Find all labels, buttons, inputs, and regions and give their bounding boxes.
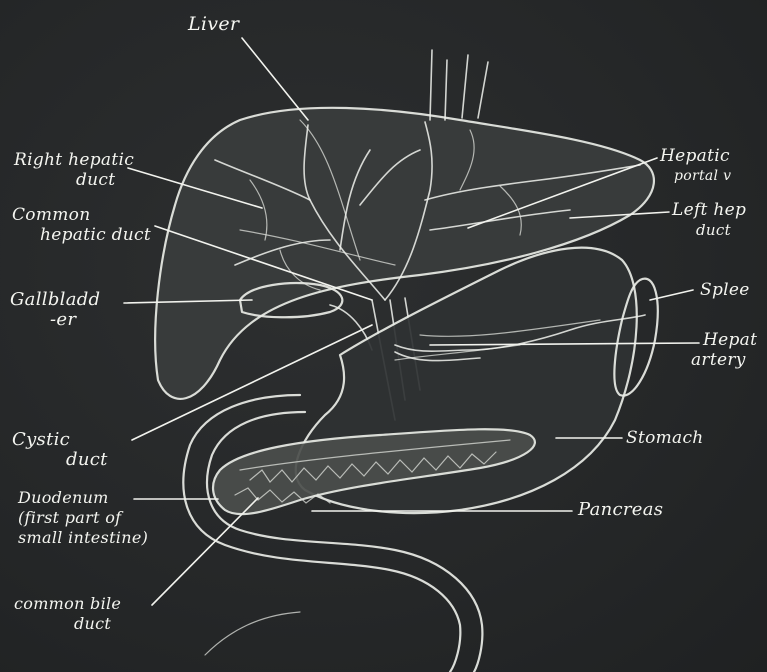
label-pancreas: Pancreas — [578, 500, 663, 520]
label-stomach: Stomach — [626, 428, 704, 448]
label-spleen: Splee — [700, 280, 750, 300]
label-left-hepatic-duct-line1: Left hep — [672, 200, 746, 220]
label-right-hepatic-duct-line2: duct — [14, 170, 134, 190]
label-hepatic-portal-vein-line1: Hepatic — [660, 146, 731, 166]
label-gallbladder-line1: Gallbladd — [10, 290, 100, 310]
label-common-bile-duct: common bile duct — [14, 594, 121, 634]
label-liver: Liver — [188, 14, 239, 34]
label-common-bile-duct-line2: duct — [14, 614, 121, 634]
label-cystic-duct-line1: Cystic — [12, 430, 108, 450]
label-common-bile-duct-line1: common bile — [14, 594, 121, 614]
label-hepatic-portal-vein-line2: portal v — [660, 166, 731, 186]
label-spleen-text: Splee — [700, 280, 750, 300]
label-pancreas-text: Pancreas — [578, 500, 663, 520]
label-duodenum: Duodenum (first part of small intestine) — [18, 488, 148, 548]
label-gallbladder: Gallbladd -er — [10, 290, 100, 330]
label-gallbladder-line2: -er — [10, 310, 100, 330]
label-right-hepatic-duct: Right hepatic duct — [14, 150, 134, 190]
label-hepatic-portal-vein: Hepatic portal v — [660, 146, 731, 186]
label-duodenum-line1: Duodenum — [18, 488, 148, 508]
label-common-hepatic-duct-line1: Common — [12, 205, 151, 225]
label-left-hepatic-duct: Left hep duct — [672, 200, 746, 240]
label-stomach-text: Stomach — [626, 428, 704, 448]
label-hepatic-artery: Hepat artery — [703, 330, 757, 370]
label-duodenum-line3: small intestine) — [18, 528, 148, 548]
label-common-hepatic-duct: Common hepatic duct — [12, 205, 151, 245]
label-duodenum-line2: (first part of — [18, 508, 148, 528]
label-common-hepatic-duct-line2: hepatic duct — [12, 225, 151, 245]
leader-liver — [242, 38, 308, 120]
label-left-hepatic-duct-line2: duct — [672, 220, 746, 240]
label-right-hepatic-duct-line1: Right hepatic — [14, 150, 134, 170]
label-liver-text: Liver — [188, 14, 239, 34]
label-hepatic-artery-line1: Hepat — [703, 330, 757, 350]
label-cystic-duct-line2: duct — [12, 450, 108, 470]
label-hepatic-artery-line2: artery — [691, 350, 757, 370]
label-cystic-duct: Cystic duct — [12, 430, 108, 470]
